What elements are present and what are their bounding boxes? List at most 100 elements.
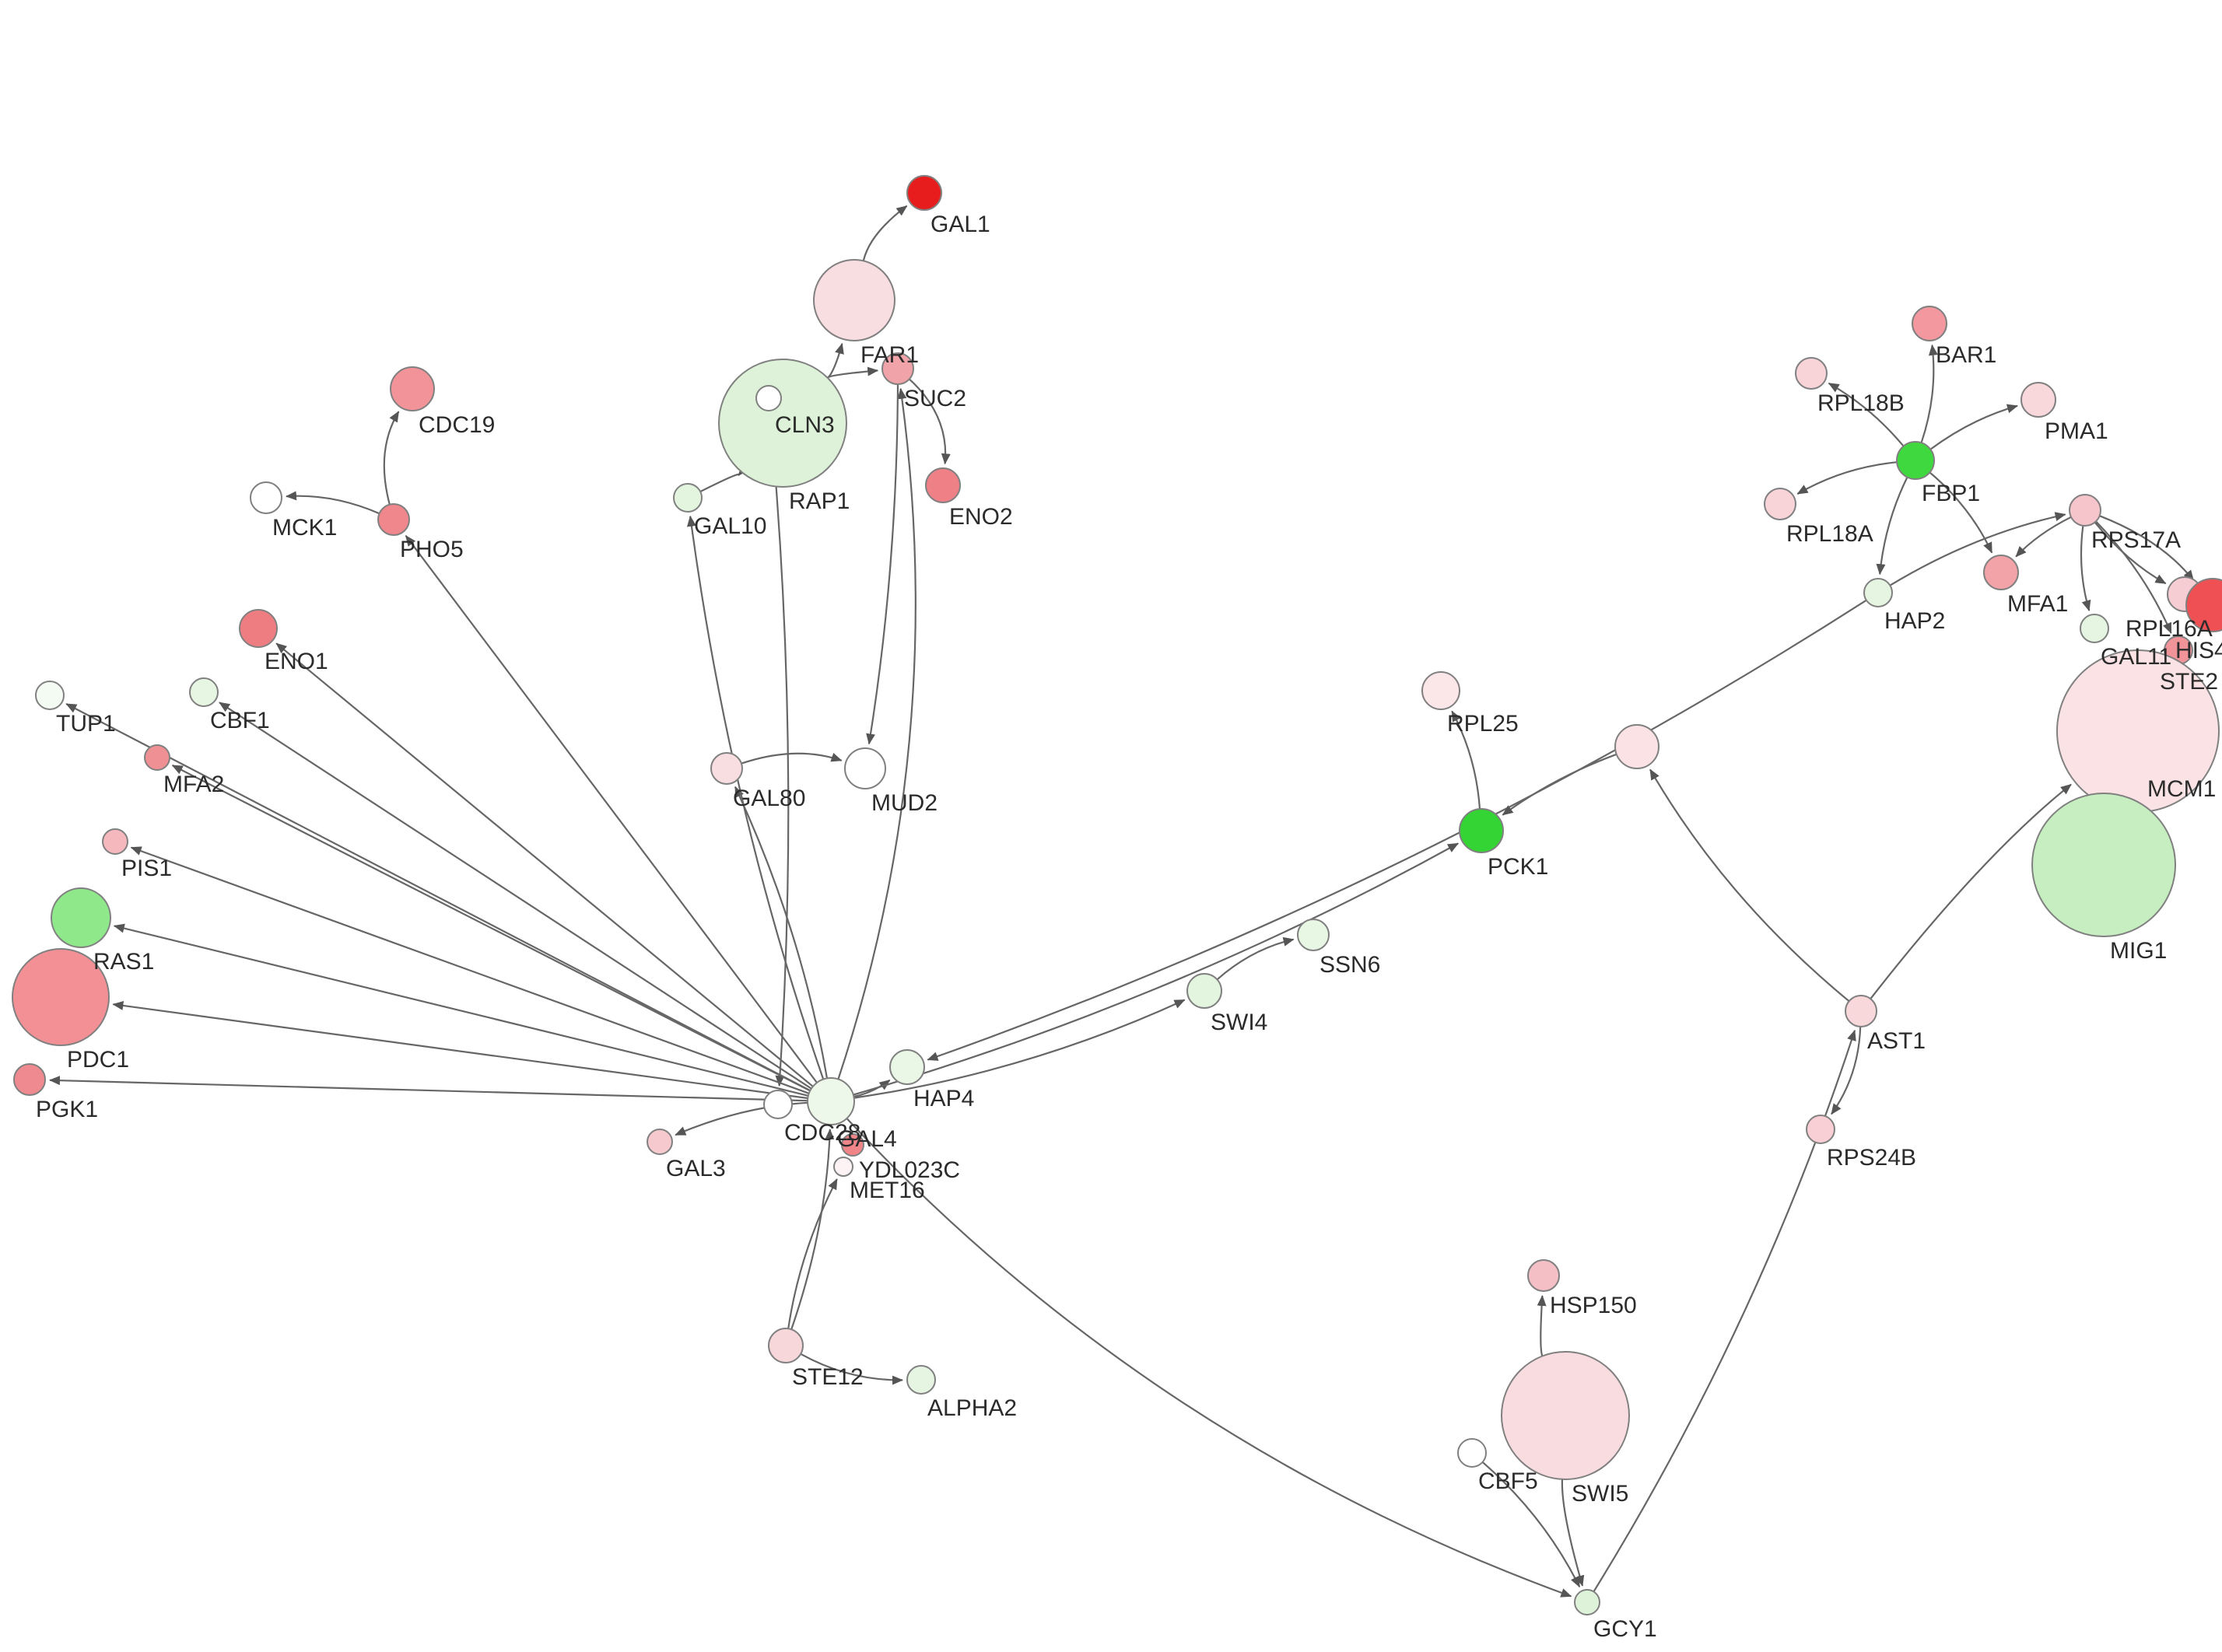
node-far1[interactable] [813,259,895,341]
edge-gal10-rap1[interactable] [699,464,749,492]
node-cbf5[interactable] [1457,1438,1487,1468]
node-cdc19[interactable] [390,366,435,411]
node-alpha2[interactable] [906,1365,936,1395]
node-mfa1[interactable] [1983,555,2019,590]
node-fbp1[interactable] [1896,441,1935,480]
edge-pck1-rpl25[interactable] [1451,710,1481,810]
edge-unk1-pck1[interactable] [1502,753,1617,816]
node-mig1[interactable] [2031,793,2176,937]
edge-gal4-pdc1[interactable] [112,1000,808,1100]
edge-gal4-pgk1[interactable] [49,1076,808,1102]
node-ras1[interactable] [51,887,111,948]
node-gal10[interactable] [673,483,703,513]
node-pma1[interactable] [2020,382,2056,418]
edge-fbp1-pma1[interactable] [1929,404,2018,450]
node-suc2[interactable] [881,352,914,385]
edge-rap1-far1[interactable] [827,342,844,379]
edge-gal4-pis1[interactable] [130,846,810,1094]
node-bar1[interactable] [1912,306,1947,341]
edge-gal4-gal10[interactable] [686,515,825,1080]
node-pho5[interactable] [377,503,410,536]
edge-swi5-gcy1[interactable] [1561,1479,1585,1587]
node-pdc1[interactable] [12,948,110,1046]
edge-fbp1-mfa1[interactable] [1929,471,1993,554]
edge-cln3-cdc28[interactable] [769,410,790,1087]
edge-gal4-suc2[interactable] [837,387,916,1080]
edge-swi4-ssn6[interactable] [1216,936,1295,981]
node-rap1[interactable] [718,359,847,488]
node-met16[interactable] [833,1157,853,1177]
node-rpl18b[interactable] [1795,357,1828,390]
node-pck1[interactable] [1459,808,1504,853]
edge-gal4-gcy1[interactable] [846,1118,1572,1598]
node-eno1[interactable] [239,609,278,648]
edge-fbp1-rpl18b[interactable] [1828,382,1905,447]
edge-gal4-mfa2[interactable] [171,765,811,1092]
node-gal11[interactable] [2080,614,2109,643]
edge-hap2-rps17a[interactable] [1889,512,2066,586]
node-mfa2[interactable] [144,744,170,771]
edge-gal4-pho5[interactable] [405,535,818,1083]
node-ssn6[interactable] [1297,919,1330,951]
node-gal1[interactable] [906,175,942,211]
node-hap4[interactable] [889,1049,925,1085]
node-swi4[interactable] [1186,973,1222,1009]
node-cln3[interactable] [755,385,782,411]
node-cdc28[interactable] [763,1090,793,1119]
edge-ast1-unk1[interactable] [1649,768,1850,1003]
node-gcy1[interactable] [1574,1589,1600,1615]
edge-far1-gal1[interactable] [862,205,908,261]
node-hsp150[interactable] [1527,1259,1560,1292]
node-rps24b[interactable] [1806,1115,1835,1144]
edge-gal80-mud2[interactable] [741,752,843,765]
edge-suc2-mud2[interactable] [866,383,899,745]
edge-fbp1-rpl18a[interactable] [1796,461,1898,495]
edge-rap1-suc2[interactable] [826,366,879,379]
node-swi5[interactable] [1501,1351,1630,1480]
edge-fbp1-bar1[interactable] [1920,344,1938,443]
node-gal3[interactable] [647,1129,673,1155]
node-cbf1[interactable] [189,677,219,707]
node-hap2[interactable] [1863,578,1893,607]
edge-rps17a-ste2[interactable] [2095,520,2172,634]
edge-fbp1-hap2[interactable] [1876,477,1908,576]
edge-rps17a-rpl16a[interactable] [2094,521,2167,585]
edge-ast1-mcm1[interactable] [1870,783,2072,999]
edge-gcy1-ast1[interactable] [1593,1029,1856,1592]
edge-gal4-hap4[interactable] [853,1079,891,1098]
edge-gal4-cbf1[interactable] [219,702,812,1090]
node-ste12[interactable] [768,1328,804,1363]
node-eno2[interactable] [925,467,961,503]
node-tup1[interactable] [35,681,65,710]
edge-gal4-eno1[interactable] [275,642,814,1087]
edge-pho5-cdc19[interactable] [383,411,400,505]
edge-hap2-hap4[interactable] [927,599,1867,1061]
edge-pho5-mck1[interactable] [286,491,380,515]
node-pis1[interactable] [102,828,128,855]
edge-gal4-gal80[interactable] [734,786,829,1079]
edge-ast1-rps24b[interactable] [1831,1026,1862,1115]
edge-rps17a-his4[interactable] [2099,515,2195,582]
edge-gal4-ras1[interactable] [113,923,809,1097]
node-rpl18a[interactable] [1764,488,1796,520]
edge-rps17a-gal11[interactable] [2080,525,2091,611]
node-rpl25[interactable] [1421,671,1460,710]
node-mud2[interactable] [844,747,886,789]
node-his4[interactable] [2185,578,2222,632]
node-gal4[interactable] [807,1077,855,1125]
node-pgk1[interactable] [13,1063,46,1096]
edge-cbf5-gcy1[interactable] [1481,1461,1581,1588]
edge-ste12-alpha2[interactable] [800,1353,903,1385]
node-unlabeled[interactable] [1614,724,1659,769]
edge-gal4-pck1[interactable] [853,842,1460,1096]
edge-rps17a-mfa1[interactable] [2015,516,2072,558]
node-rps17a[interactable] [2069,494,2101,527]
node-ydl023c[interactable] [841,1133,864,1157]
node-ast1[interactable] [1845,995,1877,1027]
edge-ste12-gal4[interactable] [790,1129,835,1330]
edge-gal4-swi4[interactable] [853,999,1186,1099]
node-gal80[interactable] [710,752,743,785]
node-mck1[interactable] [250,481,282,514]
edge-gal4-tup1[interactable] [65,703,811,1092]
